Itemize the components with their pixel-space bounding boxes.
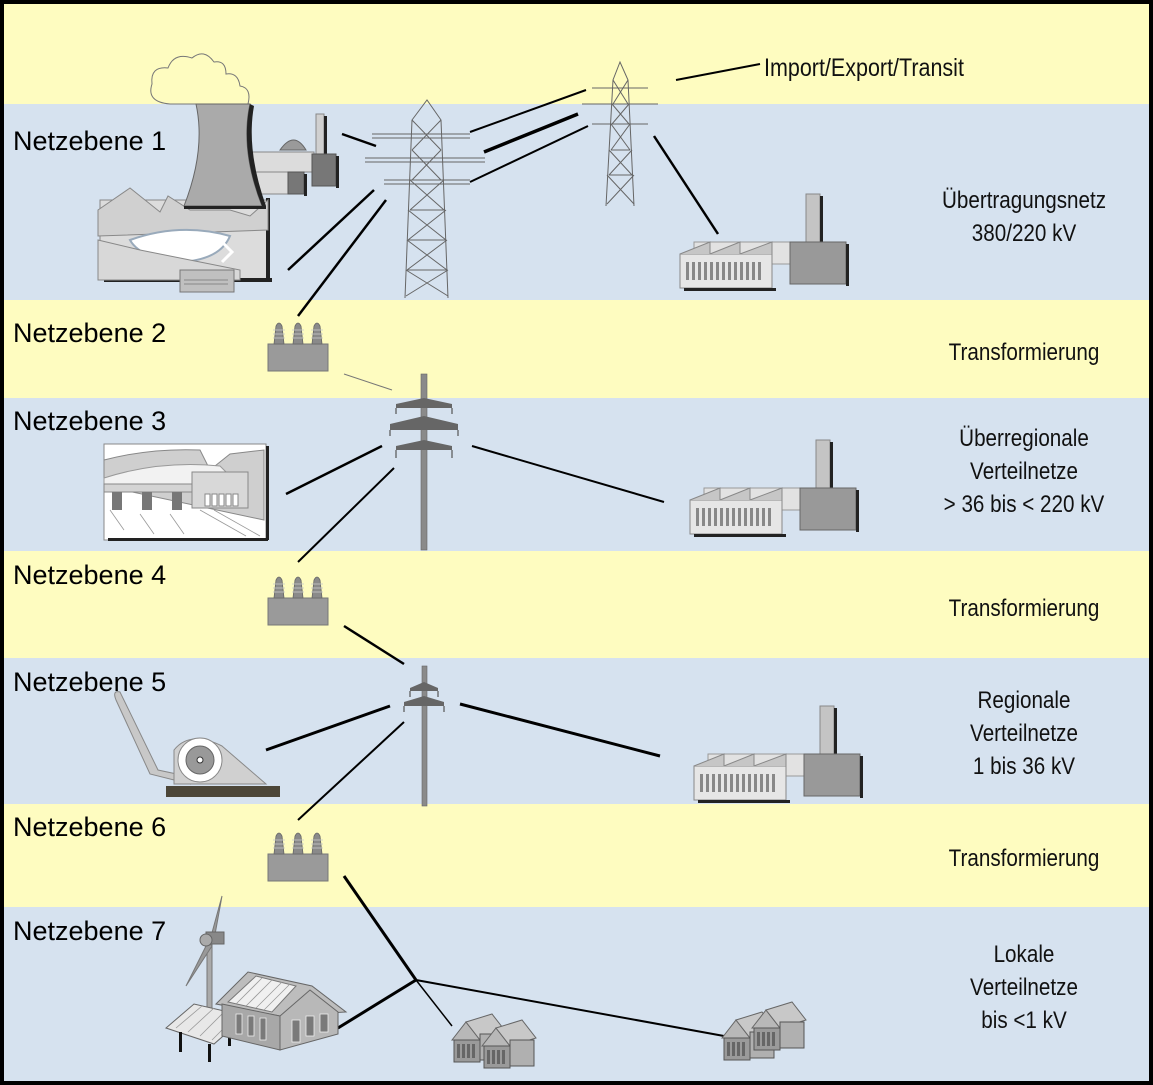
import-export-transit-label: Import/Export/Transit	[764, 54, 964, 82]
level-2-label: Netzebene 2	[13, 318, 167, 348]
houses-icon	[751, 1001, 807, 1051]
cooling-tower-icon	[183, 103, 266, 209]
level-7-label: Netzebene 7	[13, 916, 167, 946]
description-line: Lokale	[993, 941, 1055, 968]
level-7-description: Lokale Verteilnetze bis <1 kV	[904, 938, 1145, 1037]
description-line: Verteilnetze	[970, 458, 1078, 485]
transformer-icon	[267, 322, 329, 372]
description-line: > 36 bis < 220 kV	[943, 491, 1105, 518]
description-line: Transformierung	[948, 845, 1100, 872]
diagram-artwork	[97, 53, 864, 1069]
level-2-description: Transformierung	[904, 336, 1145, 369]
band-level-6	[4, 804, 1149, 907]
description-line: Übertragungsnetz	[941, 187, 1107, 214]
factory-icon	[679, 193, 850, 292]
level-4-description: Transformierung	[904, 592, 1145, 625]
band-level-4	[4, 551, 1149, 658]
wind-turbine-icon	[185, 895, 225, 1015]
description-line: Regionale	[977, 687, 1071, 714]
lattice-pylon-icon	[582, 60, 658, 207]
power-lines	[265, 63, 761, 1037]
level-3-description: Überregionale Verteilnetze > 36 bis < 22…	[904, 422, 1145, 521]
level-6-label: Netzebene 6	[13, 812, 167, 842]
description-line: Transformierung	[948, 339, 1100, 366]
pylon-two-arm-icon	[403, 665, 445, 807]
pumped-storage-plant-icon	[97, 187, 272, 293]
level-4-label: Netzebene 4	[13, 560, 167, 590]
nuclear-plant-icon	[249, 113, 339, 196]
level-5-description: Regionale Verteilnetze 1 bis 36 kV	[904, 684, 1145, 783]
level-1-description: Übertragungsnetz 380/220 kV	[904, 184, 1145, 250]
level-3-label: Netzebene 3	[13, 406, 167, 436]
description-line: 1 bis 36 kV	[972, 753, 1076, 780]
transformer-icon	[267, 576, 329, 626]
steam-cloud-icon	[150, 53, 250, 105]
description-line: Überregionale	[959, 425, 1089, 452]
description-line: bis <1 kV	[981, 1007, 1067, 1034]
description-line: Verteilnetze	[970, 974, 1078, 1001]
level-6-description: Transformierung	[904, 842, 1145, 875]
band-level-2	[4, 300, 1149, 398]
description-line: Verteilnetze	[970, 720, 1078, 747]
level-1-label: Netzebene 1	[13, 126, 167, 156]
band-level-7	[4, 907, 1149, 1081]
hydro-dam-icon	[103, 443, 269, 541]
level-5-label: Netzebene 5	[13, 667, 167, 697]
lattice-pylon-icon	[365, 99, 485, 299]
house-with-solar-icon	[214, 971, 348, 1051]
description-line: 380/220 kV	[971, 220, 1077, 247]
transformer-icon	[267, 832, 329, 882]
factory-icon	[689, 439, 860, 538]
description-line: Transformierung	[948, 595, 1100, 622]
water-turbine-icon	[114, 691, 280, 797]
factory-icon	[693, 705, 864, 804]
pylon-three-arm-icon	[389, 373, 459, 551]
